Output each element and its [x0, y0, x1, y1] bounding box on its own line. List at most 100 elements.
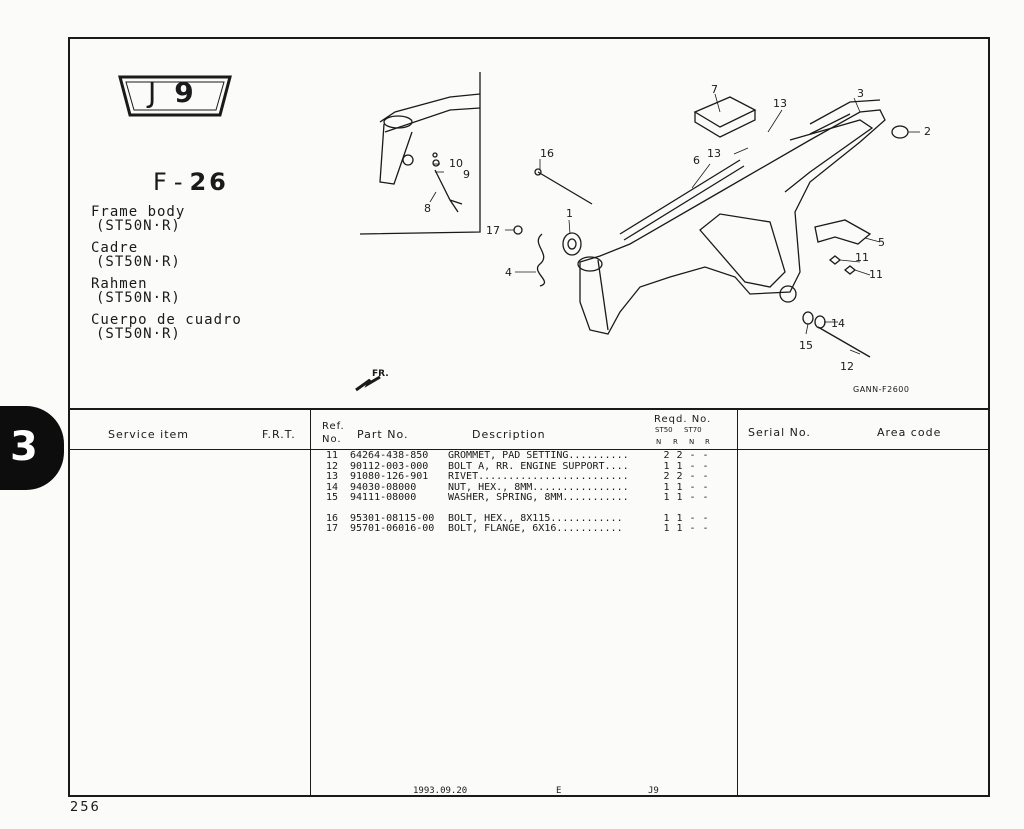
callout-16: 16 [540, 147, 554, 160]
bearing-1 [562, 232, 582, 256]
header-st70: ST70 [684, 426, 702, 434]
row-description: RIVET......................... [448, 471, 629, 482]
row-ref: 12 [326, 460, 339, 472]
gasket-6 [619, 159, 745, 241]
front-arrow [355, 375, 381, 392]
row-ref: 14 [326, 481, 339, 493]
row-part-no: 94111-08000 [350, 492, 417, 503]
footer-code: J9 [648, 786, 659, 796]
row-description: GROMMET, PAD SETTING.......... [448, 450, 629, 461]
header-reqd: Reqd. No. [654, 414, 712, 425]
qty-st50-n: 1 [663, 512, 670, 524]
qty-st70-r: - [702, 492, 709, 503]
figure-prefix: F [153, 168, 170, 196]
bolt-16 [537, 171, 593, 205]
section-tab: 3 [0, 406, 64, 490]
qty-st50-n: 2 [663, 471, 670, 482]
group-letter: J [148, 76, 175, 109]
page-number: 256 [70, 800, 101, 815]
row-ref: 13 [326, 471, 339, 482]
section-number: 3 [10, 424, 38, 470]
row-description: BOLT A, RR. ENGINE SUPPORT.... [448, 460, 629, 472]
table-header-rule [68, 449, 990, 450]
frame-exploded-diagram [355, 72, 920, 392]
washer-15 [802, 311, 814, 325]
qty-st70-n: - [689, 512, 696, 524]
name-german: Rahmen (ST50N·R) [91, 277, 242, 305]
row-description: WASHER, SPRING, 8MM........... [448, 492, 629, 503]
qty-st70-n: - [689, 523, 696, 534]
qty-st50-r: 2 [676, 471, 683, 482]
header-r1: R [673, 438, 679, 446]
row-part-no: 95701-06016-00 [350, 523, 435, 534]
bolt-17 [513, 225, 523, 235]
qty-st50-r: 1 [676, 481, 683, 493]
header-n2: N [689, 438, 696, 446]
qty-st50-n: 1 [663, 481, 670, 493]
callout-5: 5 [878, 236, 885, 249]
qty-st70-r: - [702, 450, 709, 461]
group-number: 9 [174, 76, 212, 109]
header-r2: R [705, 438, 711, 446]
footer-edition: E [556, 786, 562, 796]
inset-detail [359, 72, 481, 235]
footer-date: 1993.09.20 [413, 786, 468, 796]
callout-15: 15 [799, 339, 813, 352]
table-row: 11 64264-438-850 GROMMET, PAD SETTING.....… [326, 450, 712, 462]
part-names: Frame body (ST50N·R) Cadre (ST50N·R) Rah… [91, 205, 242, 349]
name-model: (ST50N·R) [96, 326, 181, 342]
row-ref: 16 [326, 512, 339, 524]
callout-9: 9 [463, 168, 470, 181]
name-text: Cuerpo de cuadro [91, 312, 242, 328]
name-text: Cadre [91, 240, 139, 256]
callout-12: 12 [840, 360, 854, 373]
grommets-11 [828, 255, 857, 275]
callout-10: 10 [449, 157, 463, 170]
spring-4 [537, 233, 546, 287]
qty-st70-n: - [689, 471, 696, 482]
callout-1: 1 [566, 207, 573, 220]
bolt-12 [817, 326, 871, 358]
row-part-no: 94030-08000 [350, 481, 417, 493]
nut-14 [814, 315, 826, 329]
row-part-no: 91080-126-901 [350, 471, 429, 482]
row-ref: 11 [326, 450, 339, 461]
name-model: (ST50N·R) [96, 290, 181, 306]
pad-7 [693, 96, 757, 138]
callout-7: 7 [711, 83, 718, 96]
row-part-no: 64264-438-850 [350, 450, 429, 461]
header-frt: F.R.T. [262, 428, 296, 441]
callout-2: 2 [924, 125, 931, 138]
catalog-frame [68, 37, 990, 797]
header-n1: N [656, 438, 663, 446]
qty-st50-r: 1 [676, 523, 683, 534]
qty-st70-n: - [689, 492, 696, 503]
name-french: Cadre (ST50N·R) [91, 241, 242, 269]
qty-st50-r: 1 [676, 492, 683, 503]
callout-11a: 11 [855, 251, 869, 264]
figure-dash: - [173, 168, 186, 196]
callout-17: 17 [486, 224, 500, 237]
front-marker: FR. [372, 369, 389, 379]
callout-13b: 13 [707, 147, 721, 160]
table-divider-left [310, 408, 311, 797]
qty-st70-n: - [689, 460, 696, 472]
row-ref: 17 [326, 523, 339, 534]
group-code-badge [118, 75, 232, 117]
qty-st70-r: - [702, 471, 709, 482]
figure-title: F-26 [153, 168, 229, 196]
qty-st50-n: 1 [663, 523, 670, 534]
name-model: (ST50N·R) [96, 218, 181, 234]
qty-st50-r: 1 [676, 460, 683, 472]
header-description: Description [472, 428, 546, 441]
group-code: J9 [148, 76, 212, 109]
qty-st50-n: 1 [663, 460, 670, 472]
table-top-rule [68, 408, 990, 410]
callout-6: 6 [693, 154, 700, 167]
